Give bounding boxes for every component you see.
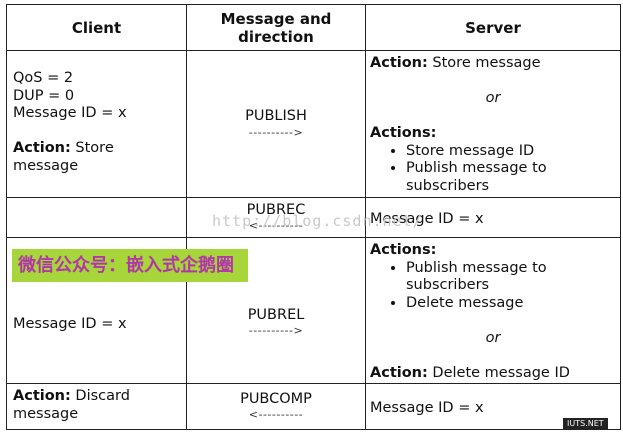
server-action-text: Delete message ID — [427, 364, 570, 381]
arrow-right-icon: ----------> — [248, 324, 304, 338]
server-action-label: Action: — [370, 55, 428, 71]
server-or: or — [485, 329, 501, 346]
wechat-banner: 微信公众号：嵌入式企鹅圈 — [12, 249, 248, 282]
list-item: Delete message — [406, 295, 616, 313]
arrow-left-icon: <---------- — [248, 219, 304, 233]
row-publish: QoS = 2 DUP = 0 Message ID = x Action: S… — [6, 50, 621, 198]
client-cell-pubrec — [6, 197, 187, 238]
qos2-flow-table: Client Message and direction Server QoS … — [6, 4, 621, 430]
server-cell-pubrec: Message ID = x — [365, 197, 621, 238]
header-server: Server — [365, 4, 621, 51]
list-item: Publish message to subscribers — [406, 260, 616, 295]
header-message: Message and direction — [186, 4, 366, 51]
list-item: Store message ID — [406, 143, 616, 161]
server-actions-label: Actions: — [370, 242, 437, 258]
client-action-label: Action: — [13, 388, 71, 404]
message-pubrel: PUBREL — [247, 306, 305, 323]
corner-badge: IUTS.NET — [563, 418, 608, 430]
message-pubcomp: PUBCOMP — [240, 390, 312, 407]
message-cell-pubcomp: PUBCOMP <---------- — [186, 383, 366, 430]
message-publish: PUBLISH — [245, 108, 307, 125]
client-action-label: Action: — [13, 140, 71, 156]
message-pubrec: PUBREC — [246, 201, 306, 218]
server-message-id: Message ID = x — [370, 399, 484, 416]
client-action-discard: Action: Discard message — [13, 388, 180, 423]
server-actions-list: Publish message to subscribers Delete me… — [370, 260, 616, 313]
client-action-text: Discard message — [13, 388, 130, 422]
server-action-delete: Action: Delete message ID — [370, 365, 616, 383]
client-cell-publish: QoS = 2 DUP = 0 Message ID = x Action: S… — [6, 50, 187, 198]
client-message-id: Message ID = x — [13, 105, 127, 121]
client-cell-pubcomp: Action: Discard message — [6, 383, 187, 430]
server-actions-list: Store message ID Publish message to subs… — [370, 143, 616, 196]
watermark-url: http://blog.csdn.net/ — [212, 212, 423, 230]
client-action-text: Store message — [13, 140, 114, 174]
client-action-store: Action: Store message — [13, 140, 180, 175]
row-pubrec: PUBREC <---------- Message ID = x — [6, 197, 621, 238]
message-cell-publish: PUBLISH ----------> — [186, 50, 366, 198]
server-cell-pubrel: Actions: Publish message to subscribers … — [365, 237, 621, 384]
client-qos: QoS = 2 — [13, 70, 74, 86]
server-or: or — [485, 90, 501, 106]
header-client: Client — [6, 4, 187, 51]
server-cell-publish: Action: Store message or Actions: Store … — [365, 50, 621, 198]
arrow-left-icon: <---------- — [248, 408, 304, 422]
list-item: Publish message to subscribers — [406, 160, 616, 195]
server-actions-label: Actions: — [370, 125, 437, 141]
client-message-id: Message ID = x — [13, 315, 127, 332]
server-action-text: Store message — [427, 55, 541, 71]
row-pubcomp: Action: Discard message PUBCOMP <-------… — [6, 383, 621, 430]
server-action-label: Action: — [370, 364, 428, 381]
server-message-id: Message ID = x — [370, 210, 484, 227]
arrow-right-icon: ----------> — [248, 125, 304, 139]
header-row: Client Message and direction Server — [6, 4, 621, 51]
message-cell-pubrec: PUBREC <---------- — [186, 197, 366, 238]
client-dup: DUP = 0 — [13, 87, 75, 104]
server-action-store: Action: Store message — [370, 55, 616, 73]
